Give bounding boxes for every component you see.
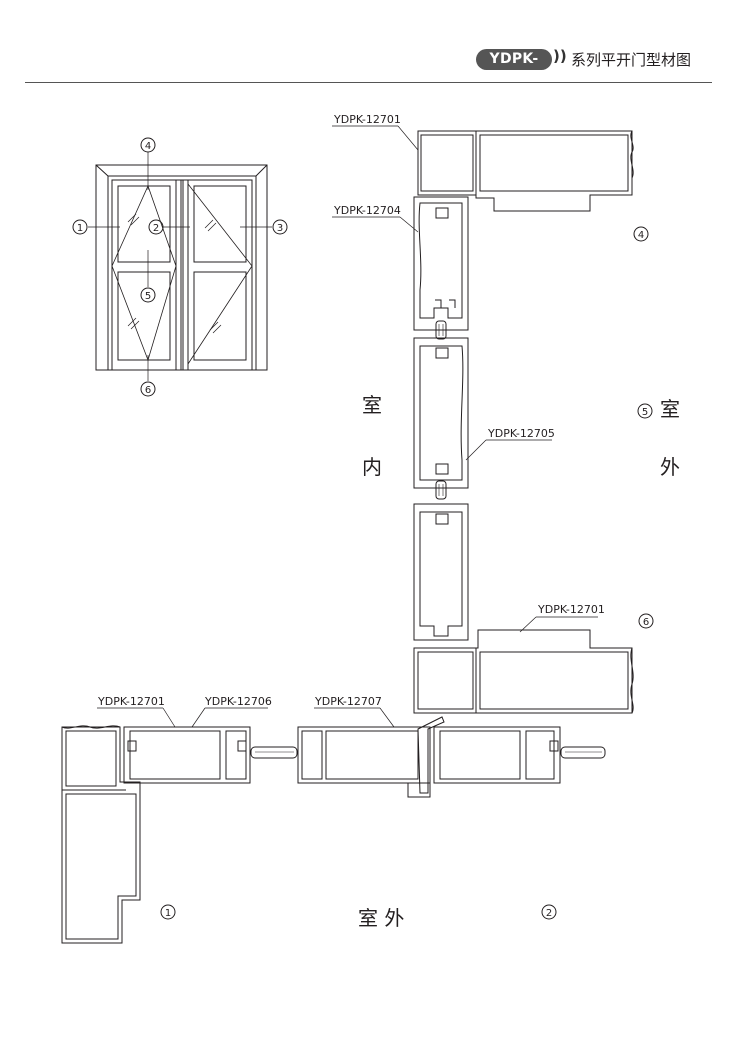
marker-6-digit: 6	[643, 617, 649, 628]
badge-arrows: ))	[553, 47, 567, 65]
center-sash-profile	[297, 726, 431, 784]
marker-circle-3	[272, 219, 288, 235]
marker-circle-6	[140, 381, 156, 397]
circle-5	[637, 403, 653, 419]
circle-4	[633, 226, 649, 242]
circle-2	[541, 904, 557, 920]
marker-4-digit: 4	[638, 230, 644, 241]
label-top-profile-4: YDPK-12704	[333, 204, 401, 217]
page-title: 系列平开门型材图	[571, 51, 692, 69]
marker-circle-1	[72, 219, 88, 235]
left-leaf	[111, 179, 177, 371]
marker-3-number: 3	[277, 223, 283, 234]
inside-label-1: 室	[362, 393, 382, 417]
circle-1	[160, 904, 176, 920]
marker-circle-5	[140, 287, 156, 303]
marker-1-digit: 1	[165, 908, 171, 919]
door-elevation: 4 1 2 3 5 6	[72, 137, 288, 397]
marker-2-number: 2	[153, 223, 159, 234]
vertical-section	[332, 125, 654, 714]
right-sash-profile	[433, 726, 561, 784]
corner-frame-profile	[61, 726, 141, 944]
marker-2-digit: 2	[546, 908, 552, 919]
label-bottom-profile-6: YDPK-12706	[204, 695, 272, 708]
top-frame-profile	[417, 130, 633, 212]
upper-sash-profile	[413, 196, 469, 331]
marker-circle-2	[148, 219, 164, 235]
lower-sash-profile	[413, 503, 469, 641]
marker-5-digit: 5	[642, 407, 648, 418]
left-sash-profile	[123, 726, 251, 784]
label-lower-profile-1: YDPK-12701	[537, 603, 605, 616]
marker-5-number: 5	[145, 291, 151, 302]
bottom-frame-profile	[413, 629, 633, 714]
middle-rail-profile	[413, 337, 469, 489]
page-header: YDPK-127 )) 系列平开门型材图	[0, 0, 737, 88]
bottom-outside-label: 室 外	[358, 906, 404, 930]
label-bottom-profile-7: YDPK-12707	[314, 695, 382, 708]
label-mid-profile-5: YDPK-12705	[487, 427, 555, 440]
marker-circle-4	[140, 137, 156, 153]
right-leaf	[187, 179, 253, 371]
outside-label-2: 外	[660, 455, 680, 479]
marker-1-number: 1	[77, 223, 83, 234]
series-badge: YDPK-127	[476, 49, 552, 88]
header-rule	[25, 82, 712, 83]
circle-6	[638, 613, 654, 629]
horizontal-section	[61, 707, 606, 944]
inside-label-2: 内	[362, 455, 382, 479]
marker-4-number: 4	[145, 141, 151, 152]
label-bottom-profile-1: YDPK-12701	[97, 695, 165, 708]
marker-6-number: 6	[145, 385, 151, 396]
outside-label-1: 室	[660, 397, 680, 421]
text-labels: YDPK-12701 YDPK-12704 YDPK-12705 YDPK-12…	[97, 113, 680, 930]
label-top-profile-1: YDPK-12701	[333, 113, 401, 126]
inner-frame	[107, 175, 257, 371]
